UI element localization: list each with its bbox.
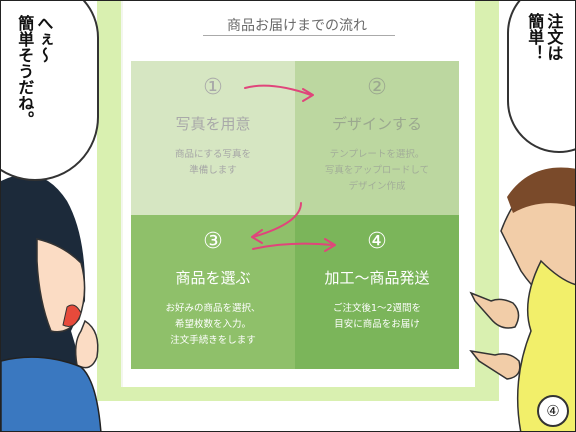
step-3-heading: 商品を選ぶ: [175, 269, 251, 287]
step-4-heading: 加工～商品発送: [324, 269, 430, 287]
left-speech-text: へぇ～ 簡単そうだね。: [15, 15, 54, 127]
flow-grid: ① 写真を用意 商品にする写真を 準備します ② デザインする テンプレートを選…: [131, 61, 459, 369]
step-4-description: ご注文後1～2週間を 目安に商品をお届け: [332, 303, 422, 330]
step-3-cell: ③ 商品を選ぶ お好みの商品を選択、 希望枚数を入力。 注文手続きをします: [131, 215, 295, 369]
arrow-1-to-2-icon: [244, 84, 314, 102]
arrow-3-to-4-icon: [252, 238, 336, 252]
step-2-number: ②: [367, 75, 387, 100]
step-3-description: お好みの商品を選択、 希望枚数を入力。 注文手続きをします: [165, 303, 261, 346]
step-1-description: 商品にする写真を 準備します: [174, 149, 252, 176]
step-2-description: テンプレートを選択。 写真をアップロードして デザイン作成: [324, 149, 430, 192]
step-1-heading: 写真を用意: [175, 115, 251, 133]
arrow-2-to-3-icon: [251, 202, 302, 244]
panel-number-badge: ④: [537, 395, 569, 427]
step-1-number: ①: [203, 75, 223, 100]
board-title: 商品お届けまでの流れ: [227, 18, 367, 34]
step-4-cell: ④ 加工～商品発送 ご注文後1～2週間を 目安に商品をお届け: [295, 215, 459, 369]
step-1-cell: ① 写真を用意 商品にする写真を 準備します: [131, 61, 295, 215]
step-3-number: ③: [203, 229, 223, 254]
step-4-number: ④: [367, 229, 387, 254]
right-speech-text: 注文は 簡単！: [525, 13, 564, 61]
step-2-heading: デザインする: [331, 115, 422, 133]
title-underline: [203, 35, 395, 36]
step-2-cell: ② デザインする テンプレートを選択。 写真をアップロードして デザイン作成: [295, 61, 459, 215]
right-speech-bubble: [507, 1, 575, 153]
left-speech-bubble: [1, 1, 99, 181]
